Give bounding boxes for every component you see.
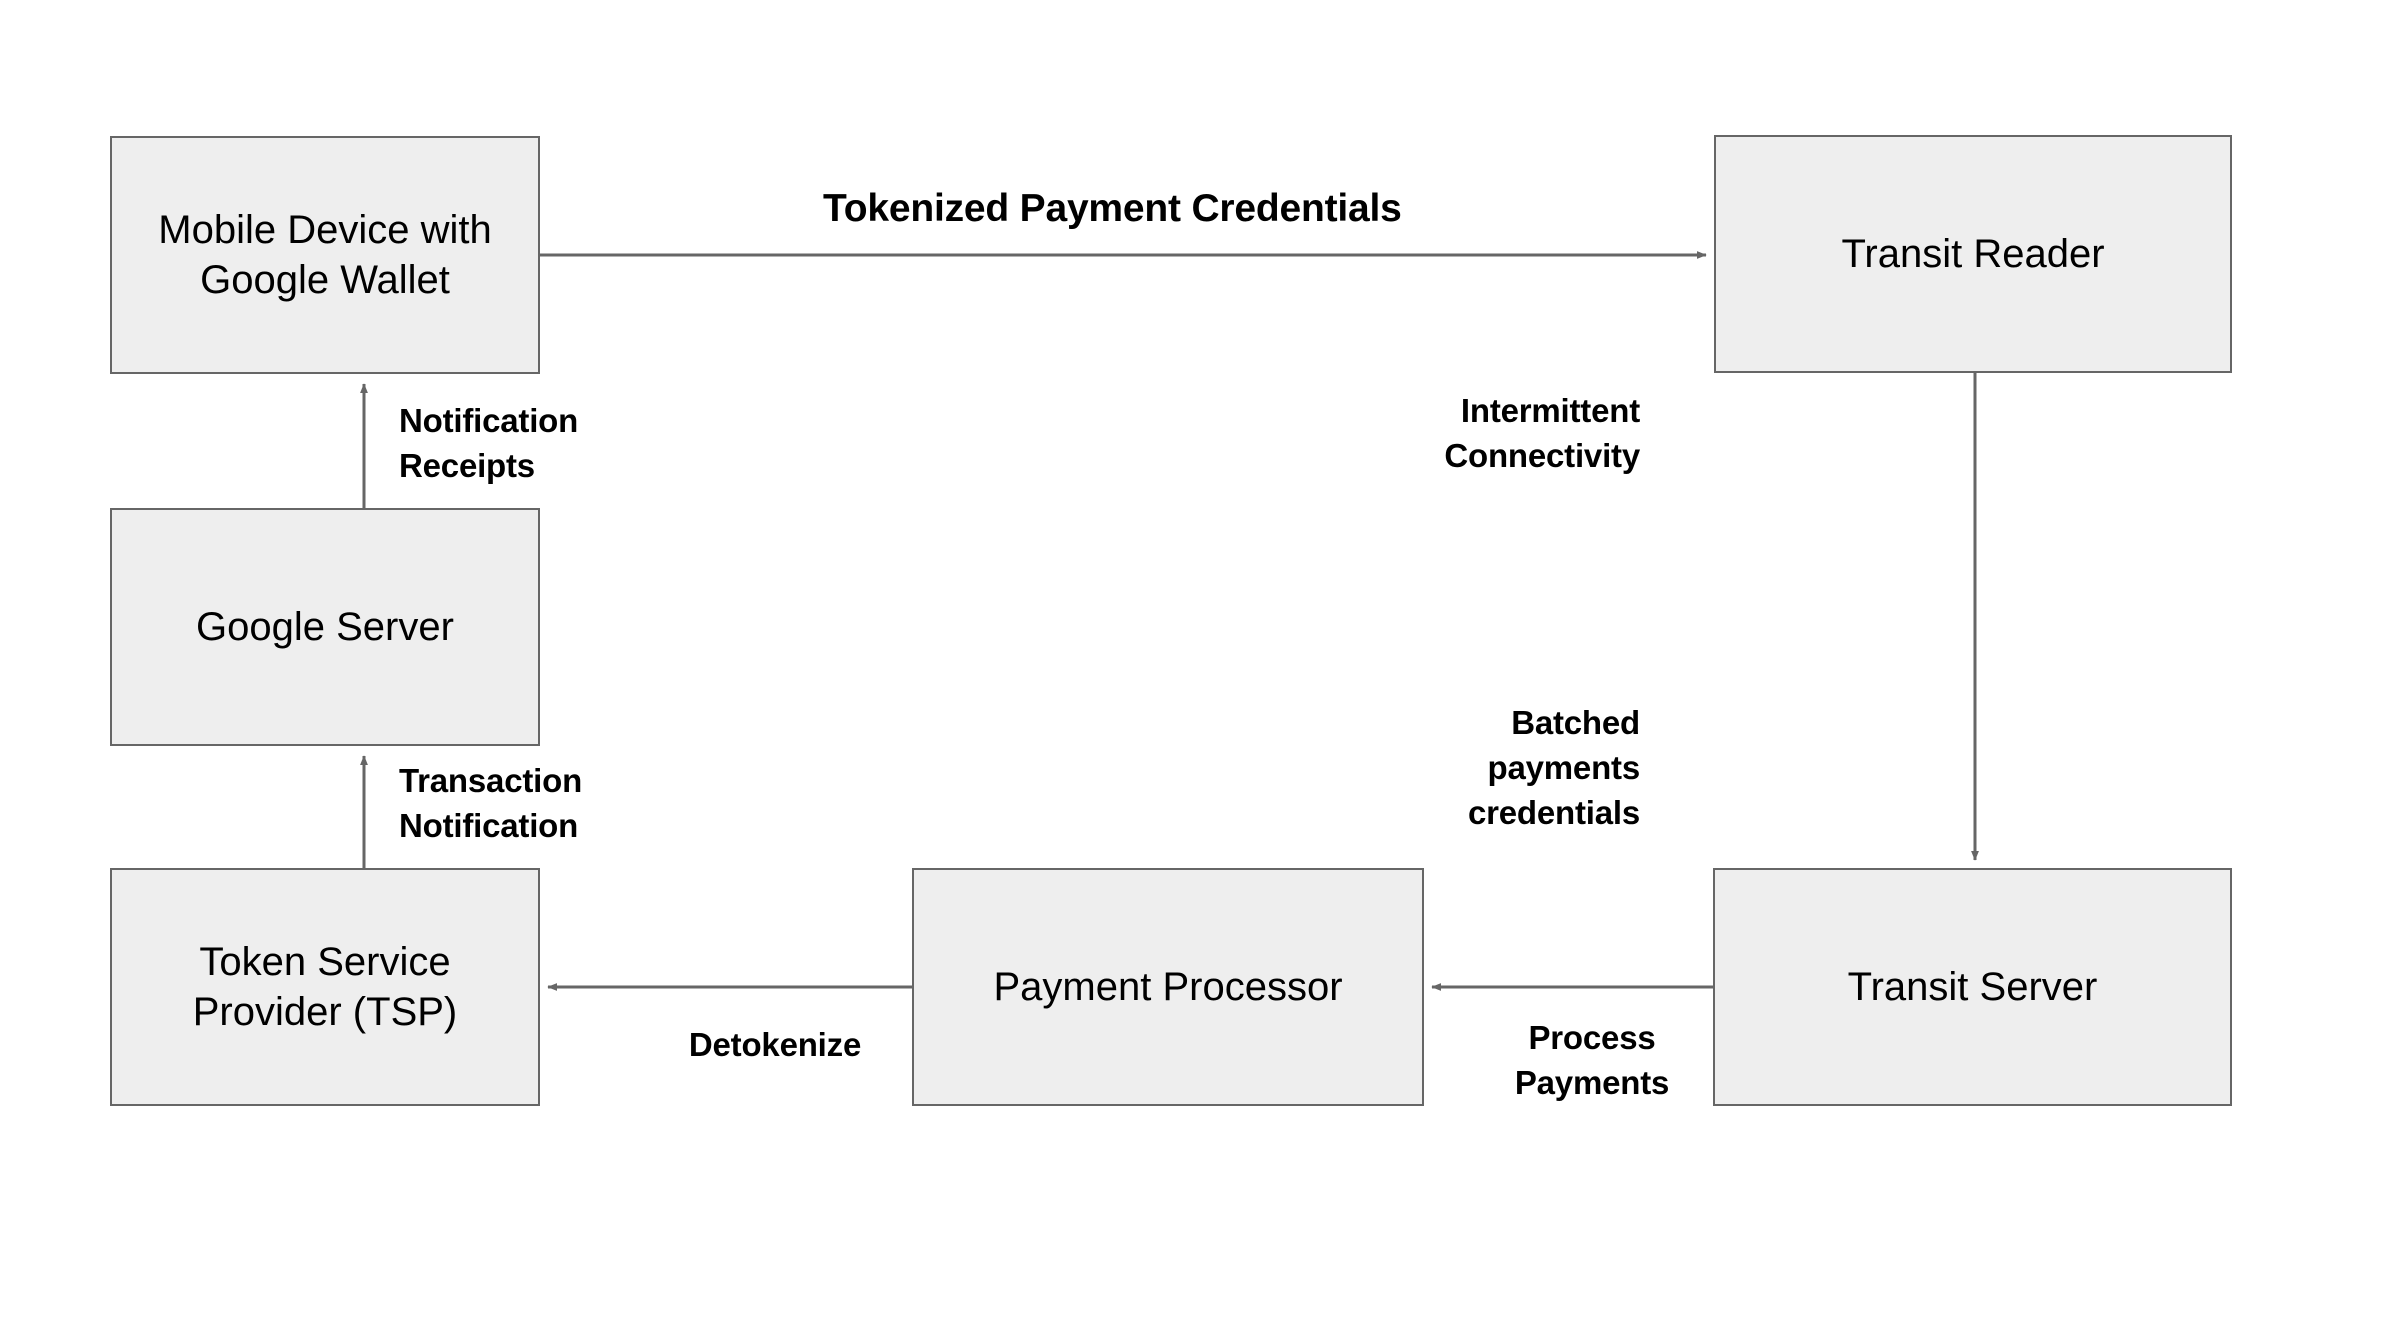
node-label-mobile-device: Mobile Device with Google Wallet [158, 208, 492, 302]
edge-label-detokenize: Detokenize [688, 1026, 862, 1063]
edge-label-intermittent-connectivity: Intermittent Connectivity [1444, 392, 1640, 474]
edge-label-tokenized-payment-credentials: Tokenized Payment Credentials [823, 187, 1402, 230]
node-payment-processor[interactable]: Payment Processor [912, 868, 1424, 1106]
edge-label-transaction-notification: Transaction Notification [399, 762, 583, 844]
edge-label-notification-receipts: Notification Receipts [399, 402, 579, 484]
node-token-service-provider[interactable]: Token Service Provider (TSP) [110, 868, 540, 1106]
node-label-transit-reader: Transit Reader [1841, 232, 2105, 276]
edge-label-batched-payments-credentials: Batched payments credentials [1467, 704, 1640, 831]
node-label-google-server: Google Server [196, 605, 454, 649]
node-transit-server[interactable]: Transit Server [1713, 868, 2232, 1106]
edge-label-process-payments: Process Payments [1514, 1019, 1670, 1101]
node-label-transit-server: Transit Server [1847, 965, 2098, 1009]
node-label-payment-processor: Payment Processor [993, 965, 1343, 1009]
node-google-server[interactable]: Google Server [110, 508, 540, 746]
node-transit-reader[interactable]: Transit Reader [1714, 135, 2232, 373]
node-mobile-device[interactable]: Mobile Device with Google Wallet [110, 136, 540, 374]
node-label-token-service-provider: Token Service Provider (TSP) [192, 940, 458, 1034]
